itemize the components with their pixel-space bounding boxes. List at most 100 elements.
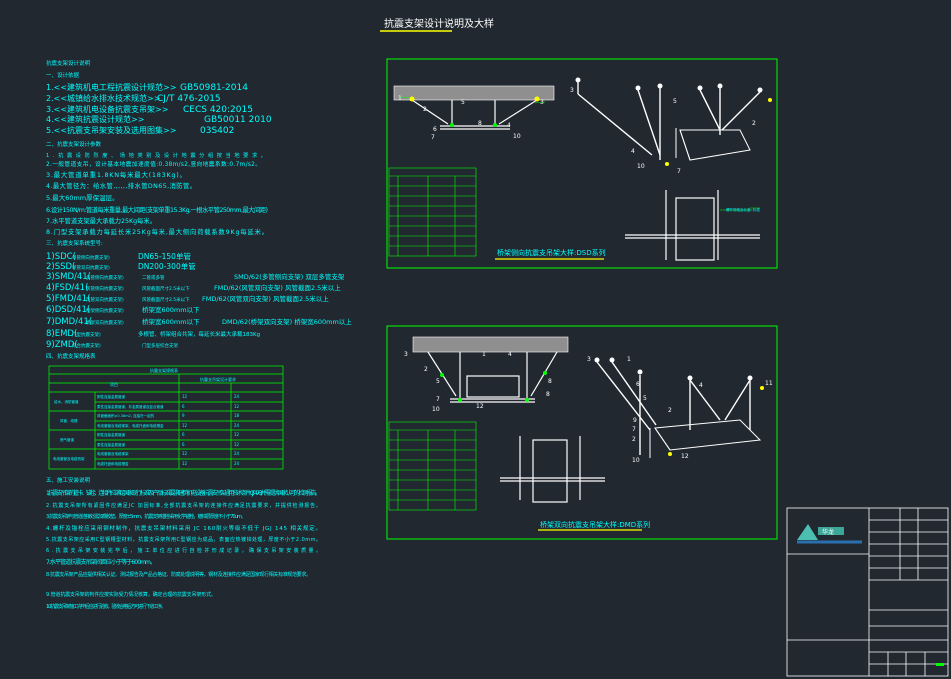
company-logo: 华龙 — [797, 524, 862, 544]
param-4: 4.最大管径为：给水管,,,,,,排水管DN65,消防管。 — [46, 181, 196, 190]
install-9: 9.管道抗震支吊架的构件应按实际受力情况核算，确定合理的抗震支吊架形式。 — [46, 591, 216, 598]
dmd-elevation — [500, 436, 605, 503]
param-6: 6.设计150N/m:管道每米重量,最大间距(支架单重15.3Kg,一根水平管2… — [46, 205, 268, 214]
concrete-slab-2 — [412, 336, 569, 353]
model-desc-4: 风管侧向抗震支架) — [86, 285, 124, 292]
param-8: 8.门型支架承载力每延长米25Kg每米,最大侧向荷载系数9Kg每延米。 — [46, 227, 268, 236]
callout-r10: 10 — [637, 163, 645, 170]
model-code-6: 6)DSD/41( — [46, 305, 90, 315]
code-label-3: 3.<<建筑机电设备抗震支吊架>> — [46, 104, 168, 114]
group1-row1-desc: 刚性连接金属管道 — [97, 394, 125, 399]
callout-l5: 5 — [436, 378, 440, 385]
dmd-parts-table — [388, 421, 477, 511]
callout-dr1: 1 — [627, 356, 631, 363]
callout-dr3: 3 — [587, 356, 591, 363]
callout-4: 4 — [507, 122, 511, 129]
model-spec-6: 桥架宽600mm以下 — [142, 305, 200, 314]
group1-row1-v1: 12 — [182, 394, 188, 399]
group2-row1-desc: 风管截面积≥0.38m2, 连接在一起的 — [97, 413, 155, 418]
spec-table-col-header: 项目 — [110, 381, 118, 387]
callout-dr4: 4 — [699, 382, 703, 389]
group4-row2-v1: 12 — [182, 461, 188, 466]
callout-l3: 3 — [404, 351, 408, 358]
group2-row2-v2: 24 — [234, 423, 240, 428]
model-code-9: 9)ZMD( — [46, 340, 78, 350]
callout-l8b: 8 — [546, 391, 550, 398]
model-code-5: 5)FMD/41( — [46, 294, 91, 304]
model-desc-2: 单管双向抗震支架) — [72, 264, 110, 271]
detail-dsd-frame — [386, 58, 778, 269]
callout-dr5: 5 — [643, 395, 647, 402]
code-label-5: 5.<<抗震支吊架安装及选用图集>> — [46, 125, 176, 135]
callout-10: 10 — [513, 133, 521, 140]
joint-point — [493, 123, 497, 127]
param-2: 2.一般管道支吊，设计基本地震加速度值:0.38m/s2,竖向地震系数:0.7m… — [46, 160, 261, 168]
notes-heading: 抗震支架设计说明 — [46, 59, 91, 67]
company-name: 华龙 — [822, 528, 834, 536]
callout-l12: 12 — [476, 403, 484, 410]
install-1: 1.抗震支吊架的管卡、锚栓、连接件应满足国家现行标准及产品标准要求(建筑机电设备… — [46, 489, 321, 497]
callout-r2: 2 — [752, 120, 756, 127]
anchor-point — [534, 96, 540, 102]
sheet-marker — [936, 663, 944, 666]
model-code-4: 4)FSD/41( — [46, 283, 88, 293]
model-code-2: 2)SSD( — [46, 262, 75, 272]
logo-mark — [797, 524, 818, 540]
group-name-1: 给水、消防管道 — [54, 399, 79, 404]
drawing-title: 抗震支架设计说明及大样 — [384, 17, 494, 30]
dmd-caption: 桥架双向抗震支吊架大样:DMD系列 — [540, 520, 650, 529]
section2-heading: 二、抗震支架设计参数 — [46, 140, 102, 148]
model-spec-1: DN65-150单管 — [138, 251, 191, 261]
model-desc-9: 综合抗震支架) — [72, 342, 101, 349]
group1-row2-v1: 6 — [182, 404, 185, 409]
model-spec-8: 多根管、桥架组合共架，每延长米最大承载183Kg — [138, 330, 260, 338]
callout-dr2: 2 — [668, 407, 672, 414]
callout-r3: 3 — [570, 87, 574, 94]
design-notes: 抗震支架设计说明 一、设计依据 1.<<建筑机电工程抗震设计规范>> GB509… — [46, 59, 352, 360]
group1-row1-v2: 24 — [234, 394, 240, 399]
model-code-3: 3)SMD/41( — [46, 272, 91, 282]
section3-heading: 三、抗震支架系统型号: — [46, 239, 103, 247]
dsd-rod-note: 螺杆规格及长度--标准 — [726, 207, 761, 212]
model-extra-3: SMD/62(多管侧向支架) 双层多管支架 — [234, 272, 345, 281]
group4-row1-v2: 24 — [234, 451, 240, 456]
install-7: 7.水平管道抗震支吊架间距应小于等于600mm。 — [46, 558, 156, 566]
dmd-callouts-right: 3 1 6 5 2 4 11 9 7 2 12 10 — [587, 356, 773, 464]
model-desc-8: 门型抗震支架) — [72, 331, 101, 338]
concrete-slab — [393, 85, 555, 101]
install-10: 10.抗震支吊架施工完毕后应进行验收，验收合格后方可进行下道工序。 — [46, 603, 166, 610]
model-desc-6: 桥架侧向抗震支架) — [86, 307, 124, 314]
code-label-4: 4.<<建筑抗震设计规范>> — [46, 114, 144, 124]
model-spec-9: 门型多层综合支架 — [142, 342, 178, 349]
model-desc-5: 风管双向抗震支架) — [86, 296, 124, 303]
dsd-3d-frame — [577, 82, 761, 160]
callout-markers — [665, 98, 772, 166]
model-spec-7: 桥架宽600mm以下 — [142, 317, 200, 326]
cable-tray — [675, 128, 751, 161]
callout-markers-2 — [668, 386, 764, 456]
group2-row2-desc: 电线套管及电缆梯架、电缆托盘和电缆槽盒 — [97, 423, 164, 428]
callout-r4: 4 — [631, 148, 635, 155]
callout-dr10: 10 — [632, 457, 640, 464]
group4-row2-v2: 24 — [234, 461, 240, 466]
group4-row2-desc: 电缆托盘和电缆槽盒 — [97, 461, 129, 466]
callout-dr2b: 2 — [632, 436, 636, 443]
dmd-joints — [440, 371, 547, 402]
joint-point — [450, 123, 454, 127]
spec-table-title: 抗震支架规格表 — [150, 367, 178, 373]
model-code-7: 7)DMD/41( — [46, 317, 92, 327]
anchor-caps-2 — [594, 357, 753, 381]
model-extra-7: DMD/62(桥架双向支架) 桥架宽600mm以上 — [222, 317, 352, 326]
spec-table-sub-header: 抗震支吊架设计要求 — [200, 376, 236, 382]
callout-2: 2 — [423, 106, 427, 113]
group-name-3: 燃气管道 — [60, 437, 74, 442]
model-spec-2: DN200-300单管 — [138, 261, 196, 271]
group1-row2-v2: 12 — [234, 404, 240, 409]
section4-heading: 四、抗震支架规格表 — [46, 352, 96, 360]
group4-row1-desc: 电线套管及电缆梯架 — [97, 451, 129, 456]
detail-dmd: 3 2 5 7 10 1 4 8 12 8 3 1 6 5 2 4 11 9 7… — [386, 325, 778, 540]
dmd-callouts-left: 3 2 5 7 10 1 4 8 12 8 — [404, 351, 552, 413]
dsd-parts-table — [388, 167, 477, 257]
group3-row1-desc: 刚性连接金属管道 — [97, 432, 125, 437]
